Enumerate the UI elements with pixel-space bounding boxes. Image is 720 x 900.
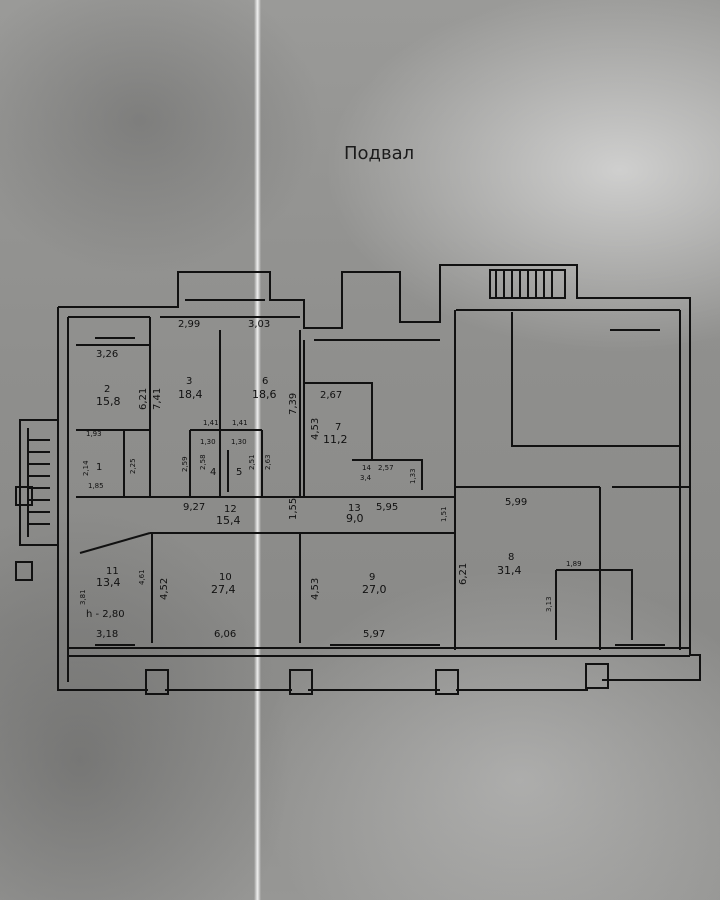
room-5-number: 5 xyxy=(236,467,242,478)
dim-label: 2,99 xyxy=(178,319,200,330)
room-10-area: 27,4 xyxy=(211,583,236,596)
stair-left xyxy=(19,419,59,546)
room-9-number: 9 xyxy=(369,572,375,583)
outer-wall-north-left xyxy=(58,264,691,655)
dim-label: 1,93 xyxy=(86,430,102,438)
room-12-number: 12 xyxy=(224,504,237,515)
room-14-number: 14 xyxy=(362,464,371,472)
room-10-number: 10 xyxy=(219,572,232,583)
dim-label: 9,27 xyxy=(183,502,205,513)
dim-label: 4,52 xyxy=(159,578,170,600)
dim-label: 4,53 xyxy=(310,418,321,440)
dim-label: 3,18 xyxy=(96,629,118,640)
dim-label: 2,14 xyxy=(82,460,90,476)
partition-lines xyxy=(68,310,690,657)
room-9-area: 27,0 xyxy=(362,583,387,596)
room-13-area: 9,0 xyxy=(346,512,364,525)
paper-fold-line xyxy=(254,0,261,900)
outer-wall-south xyxy=(68,654,701,691)
room-14-area: 3,4 xyxy=(360,474,372,482)
page-title: Подвал xyxy=(344,143,415,164)
room-13-number: 13 xyxy=(348,503,361,514)
dim-label: 2,57 xyxy=(378,464,394,472)
light-well-left xyxy=(15,486,33,581)
ceiling-height-note: h - 2,80 xyxy=(86,609,125,620)
room-3-number: 3 xyxy=(186,376,192,387)
room-8-number: 8 xyxy=(508,552,514,563)
room-7-area: 11,2 xyxy=(323,433,348,446)
dim-label: 1,30 xyxy=(200,438,216,446)
dim-label: 1,41 xyxy=(203,419,219,427)
room-12-area: 15,4 xyxy=(216,514,241,527)
dim-label: 4,61 xyxy=(138,569,146,585)
room-11-number: 11 xyxy=(106,566,119,577)
dim-label: 6,21 xyxy=(138,388,149,410)
dim-label: 7,41 xyxy=(152,388,163,410)
room-3-area: 18,4 xyxy=(178,388,203,401)
dim-label: 5,97 xyxy=(363,629,385,640)
outer-wall-west xyxy=(57,307,68,691)
dim-label: 6,06 xyxy=(214,629,236,640)
stair-top-right xyxy=(489,269,566,299)
dim-label: 2,25 xyxy=(129,458,137,474)
room-11-area: 13,4 xyxy=(96,576,121,589)
dim-label: 3,26 xyxy=(96,349,118,360)
dim-label: 1,55 xyxy=(288,498,299,520)
room-6-area: 18,6 xyxy=(252,388,277,401)
inner-wall-shell xyxy=(67,309,681,682)
dim-label: 3,81 xyxy=(79,589,87,605)
dim-label: 1,51 xyxy=(440,506,448,522)
dim-label: 5,95 xyxy=(376,502,398,513)
dim-label: 6,21 xyxy=(458,563,469,585)
dim-label: 2,58 xyxy=(199,454,207,470)
dim-label: 3,13 xyxy=(545,596,553,612)
light-well-bottom xyxy=(145,663,609,695)
dim-label: 2,59 xyxy=(181,456,189,472)
room-1-number: 1 xyxy=(96,462,102,473)
dim-label: 1,30 xyxy=(231,438,247,446)
dim-label: 2,67 xyxy=(320,390,342,401)
dim-label: 7,39 xyxy=(288,393,299,415)
dim-label: 2,51 xyxy=(248,454,256,470)
dim-label: 1,85 xyxy=(88,482,104,490)
dim-label: 1,41 xyxy=(232,419,248,427)
dim-label: 1,89 xyxy=(566,560,582,568)
dim-label: 5,99 xyxy=(505,497,527,508)
window-marks xyxy=(95,299,665,646)
dim-label: 4,53 xyxy=(310,578,321,600)
room-6-number: 6 xyxy=(262,376,268,387)
room-4-number: 4 xyxy=(210,467,216,478)
room-7-number: 7 xyxy=(335,422,341,433)
dim-label: 1,33 xyxy=(409,468,417,484)
room-2-number: 2 xyxy=(104,384,110,395)
room-8-area: 31,4 xyxy=(497,564,522,577)
dim-label: 3,03 xyxy=(248,319,270,330)
dim-label: 2,63 xyxy=(264,454,272,470)
room-2-area: 15,8 xyxy=(96,395,121,408)
